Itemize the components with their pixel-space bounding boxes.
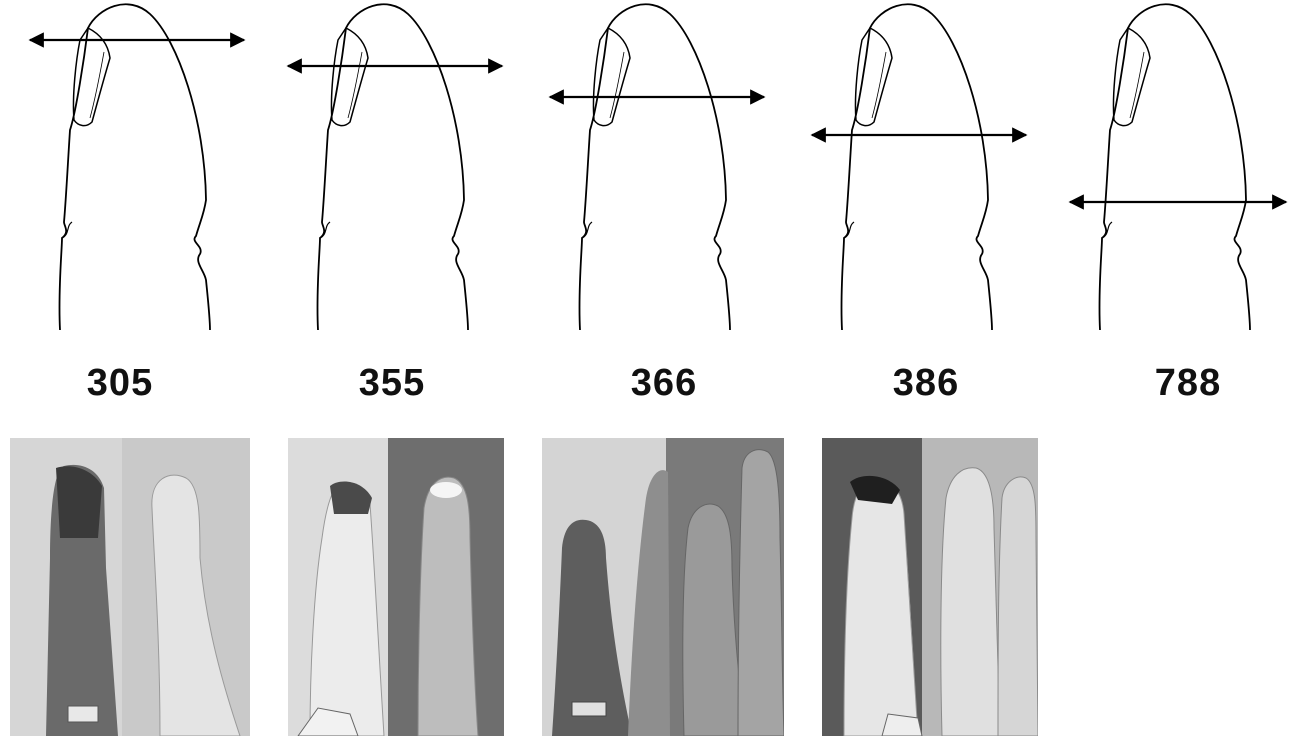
finger-sketch-2 [288,4,502,330]
finger-sketch-3 [550,4,764,330]
photo-366 [542,438,784,736]
photo-386 [822,438,1038,736]
finger-sketch-row [0,0,1290,340]
level-label-2: 355 [322,362,462,405]
photo-305 [10,438,250,736]
finger-sketch-1 [30,4,244,330]
level-label-1: 305 [50,362,190,405]
level-label-3: 366 [594,362,734,405]
level-label-5: 788 [1118,362,1258,405]
finger-sketch-4 [812,4,1026,330]
photo-355 [288,438,504,736]
finger-sketch-5 [1070,4,1286,330]
level-label-4: 386 [856,362,996,405]
